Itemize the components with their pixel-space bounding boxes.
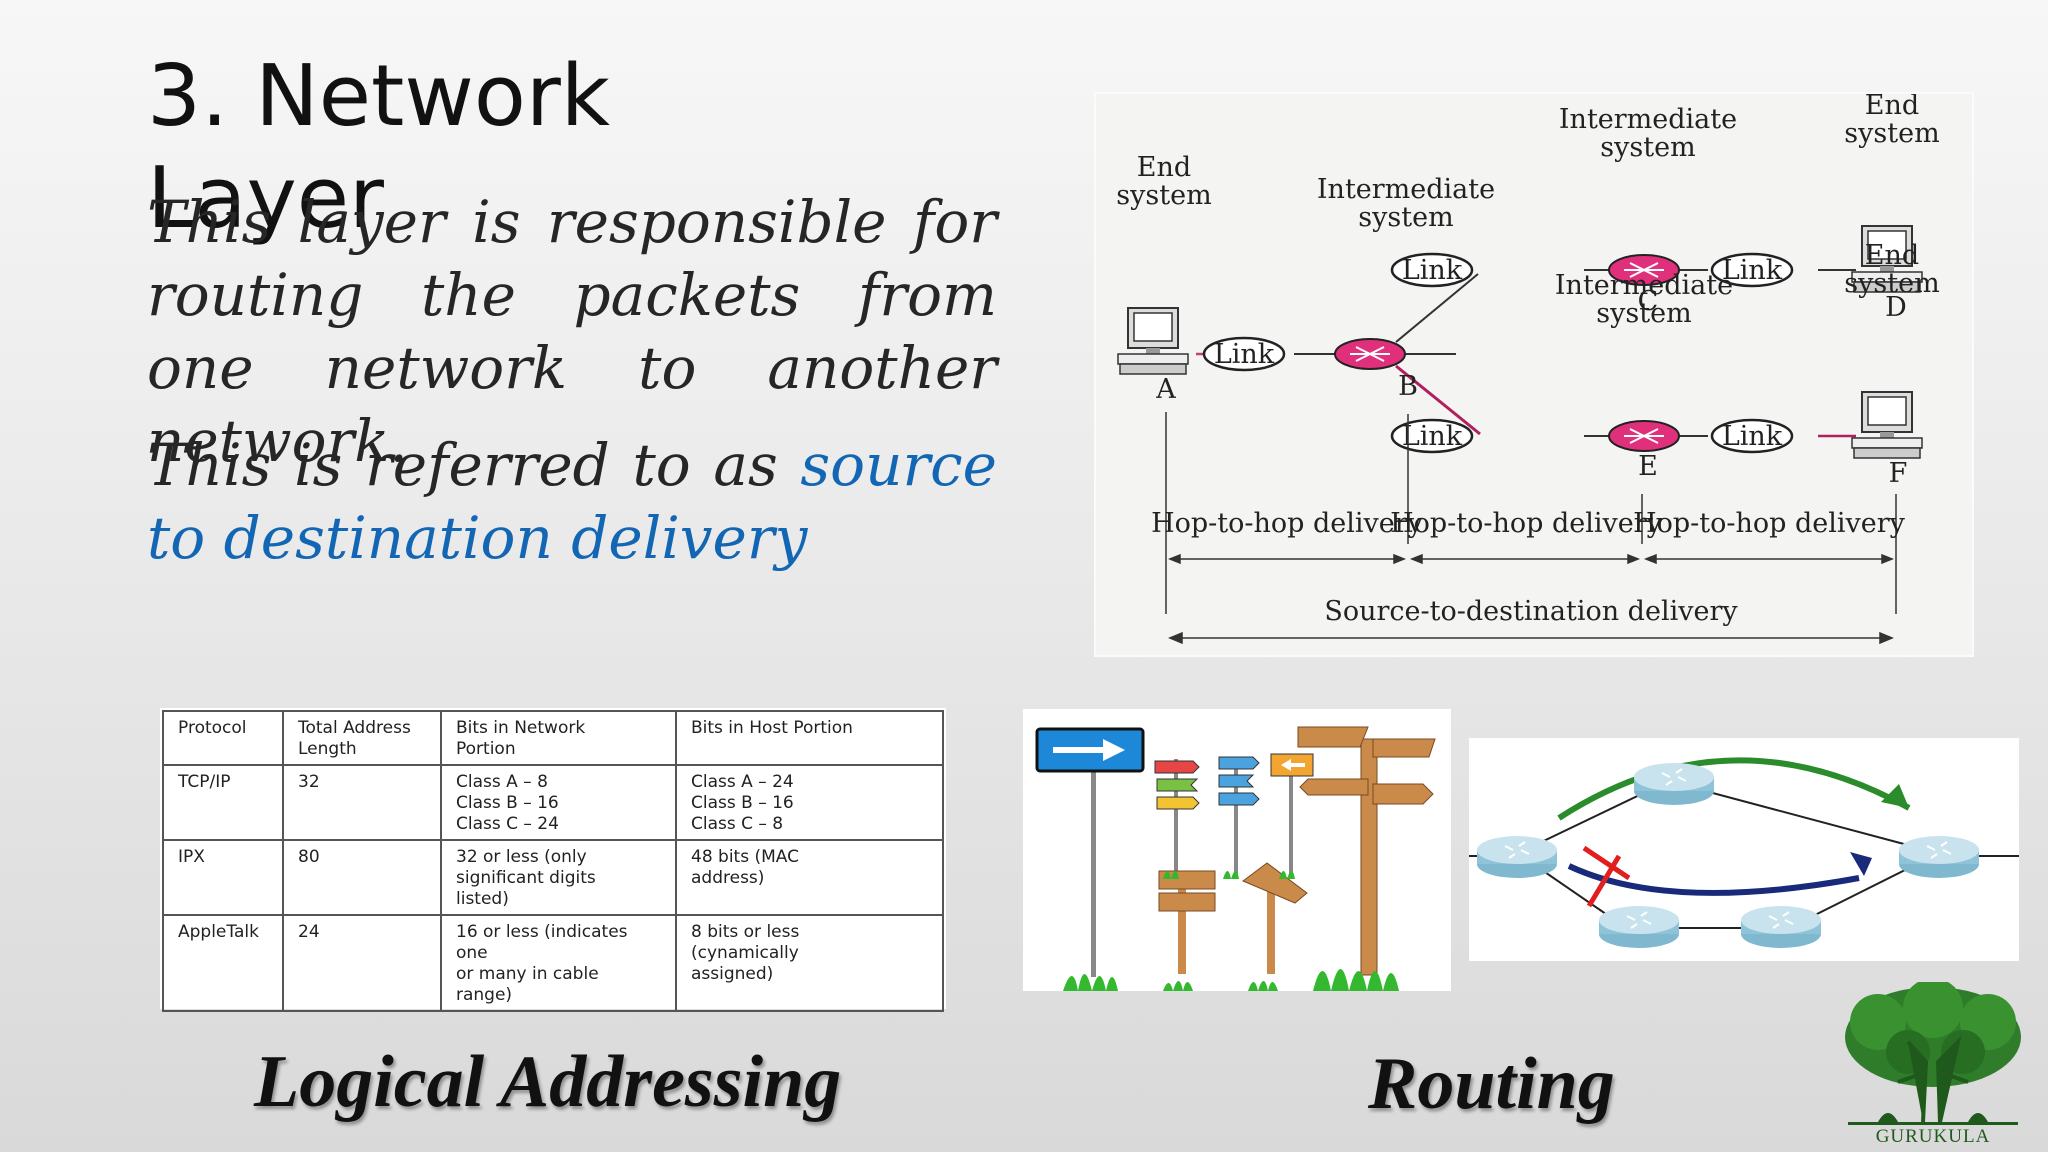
node-label-b: B bbox=[1398, 371, 1418, 402]
node-label-d: D bbox=[1885, 292, 1907, 323]
computer-a-icon bbox=[1117, 307, 1189, 375]
logo-text: GURUKULA bbox=[1875, 1126, 1991, 1147]
link-label: Link bbox=[1722, 421, 1783, 452]
link-label: Link bbox=[1402, 255, 1463, 286]
node-label-c: C bbox=[1638, 286, 1659, 317]
logical-addressing-caption: Logical Addressing bbox=[254, 1041, 842, 1123]
table-cell: 80 bbox=[282, 839, 442, 916]
table-cell: Class A – 8 Class B – 16 Class C – 24 bbox=[440, 764, 677, 841]
end-system-d-label: system bbox=[1844, 118, 1939, 149]
table-header: Bits in Host Portion bbox=[675, 710, 944, 766]
node-label-e: E bbox=[1638, 451, 1658, 482]
table-cell: 8 bits or less (cynamically assigned) bbox=[675, 914, 944, 1012]
source-destination-label: Source-to-destination delivery bbox=[1324, 596, 1738, 627]
node-label-f: F bbox=[1889, 458, 1908, 489]
intermediate-c-label: Intermediate bbox=[1559, 104, 1737, 135]
end-system-a-label: system bbox=[1116, 180, 1211, 211]
end-system-f-label: system bbox=[1844, 268, 1939, 299]
table-cell: Class A – 24 Class B – 16 Class C – 8 bbox=[675, 764, 944, 841]
table-cell: 24 bbox=[282, 914, 442, 1012]
table-cell: TCP/IP bbox=[162, 764, 284, 841]
intermediate-e-label: system bbox=[1596, 298, 1691, 329]
link-label: Link bbox=[1402, 421, 1463, 452]
table-header-row: Protocol Total Address Length Bits in Ne… bbox=[162, 710, 944, 766]
table-header: Bits in Network Portion bbox=[440, 710, 677, 766]
delivery-prefix: This is referred to as bbox=[147, 431, 801, 499]
intermediate-b-label: system bbox=[1358, 202, 1453, 233]
routing-caption: Routing bbox=[1368, 1043, 1615, 1125]
table-row: IPX 80 32 or less (only significant digi… bbox=[162, 839, 944, 916]
table-cell: 32 bbox=[282, 764, 442, 841]
table-row: TCP/IP 32 Class A – 8 Class B – 16 Class… bbox=[162, 764, 944, 841]
signpost-illustration bbox=[1023, 709, 1451, 991]
slide-title: 3. Network Layer bbox=[147, 47, 611, 248]
end-system-d-label: End bbox=[1865, 94, 1919, 121]
routing-illustration bbox=[1469, 738, 2019, 961]
hop-label-1: Hop-to-hop delivery bbox=[1151, 508, 1424, 539]
intermediate-e-label: Intermediate bbox=[1555, 270, 1733, 301]
addressing-table: Protocol Total Address Length Bits in Ne… bbox=[162, 710, 944, 1012]
table-cell: 48 bits (MAC address) bbox=[675, 839, 944, 916]
router-e-icon bbox=[1608, 420, 1680, 452]
intermediate-c-label: system bbox=[1600, 132, 1695, 163]
link-label: Link bbox=[1722, 255, 1783, 286]
table-row: AppleTalk 24 16 or less (indicates one o… bbox=[162, 914, 944, 1012]
description-paragraph: This layer is responsible for routing th… bbox=[147, 188, 997, 475]
end-system-a-label: End bbox=[1137, 152, 1191, 183]
hop-label-2: Hop-to-hop delivery bbox=[1390, 508, 1663, 539]
router-b-icon bbox=[1334, 338, 1406, 370]
table-header: Protocol bbox=[162, 710, 284, 766]
table-cell: AppleTalk bbox=[162, 914, 284, 1012]
table-cell: IPX bbox=[162, 839, 284, 916]
computer-f-icon bbox=[1851, 391, 1923, 459]
link-label: Link bbox=[1214, 339, 1275, 370]
intermediate-b-label: Intermediate bbox=[1317, 174, 1495, 205]
table-cell: 32 or less (only significant digits list… bbox=[440, 839, 677, 916]
table-header: Total Address Length bbox=[282, 710, 442, 766]
delivery-diagram: Link Link Link Link Link End system End … bbox=[1094, 92, 1974, 657]
delivery-paragraph: This is referred to as source to destina… bbox=[147, 429, 997, 575]
table-cell: 16 or less (indicates one or many in cab… bbox=[440, 914, 677, 1012]
delivery-highlight: source to destination delivery bbox=[147, 431, 997, 572]
tree-icon bbox=[1845, 978, 2021, 1125]
signpost-icon bbox=[1035, 726, 1436, 991]
node-label-a: A bbox=[1155, 374, 1176, 405]
gurukula-logo: GURUKULA bbox=[1838, 978, 2028, 1148]
end-system-f-label: End bbox=[1865, 240, 1919, 271]
hop-label-3: Hop-to-hop delivery bbox=[1633, 508, 1906, 539]
router-network-icon bbox=[1469, 757, 2019, 949]
addressing-table-container: Protocol Total Address Length Bits in Ne… bbox=[160, 708, 946, 1012]
